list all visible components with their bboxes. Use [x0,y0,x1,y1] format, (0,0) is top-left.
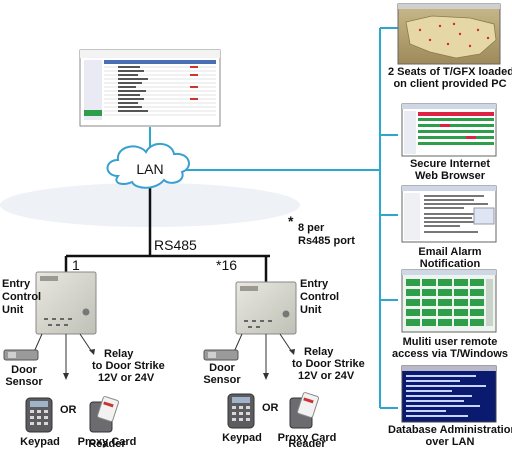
unit16-relay-line3: 12V or 24V [298,370,355,382]
keypad-device-1 [25,397,53,433]
unit16-number: *16 [216,257,238,273]
unit1-title-line1: Entry [2,278,31,290]
client-browser-line1: Secure Internet [409,158,491,170]
unit16-relay-line2: to Door Strike [292,358,365,370]
client-email-screenshot [401,185,497,243]
unit1-title-line3: Unit [2,304,24,316]
unit1-number: 1 [72,257,80,273]
unit-wires [33,333,293,376]
client-map-line1: 2 Seats of T/GFX loaded [388,66,512,78]
note-star: * [288,213,294,229]
unit16-title-line3: Unit [300,304,322,316]
client-browser-screenshot [401,103,497,157]
rs485-label: RS485 [154,237,197,253]
client-map-screenshot [397,3,501,65]
unit1-title-line2: Control [2,291,42,303]
unit16-or: OR [262,402,279,414]
door-sensor-16 [203,349,239,361]
client-browser-line2: Web Browser [414,170,486,182]
proxy-reader-device-16 [289,392,319,429]
lan-links [149,27,398,409]
client-db-line1: Database Administration [388,424,512,436]
unit1-sensor-line1: Door [11,364,37,376]
client-email-line1: Email Alarm [418,246,482,258]
client-map-line2: on client provided PC [393,78,507,90]
unit16-title-line2: Control [300,291,340,303]
client-remote-screenshot [401,269,497,333]
lan-label: LAN [136,161,164,177]
unit16-keypad-label: Keypad [222,432,262,444]
entry-control-unit-16 [235,281,297,335]
wire-arrows [63,349,295,380]
unit16-proxy-line1: Proxy Card [277,432,337,444]
unit1-proxy-line1: Proxy Card [77,436,137,448]
client-email-line2: Notification [419,258,481,270]
unit16-proxy-line2: Reader [288,438,326,450]
unit1-or: OR [60,404,77,416]
note-line2: Rs485 port [298,235,355,247]
client-remote-line1: Muliti user remote [402,336,498,348]
note-line1: 8 per [298,222,325,234]
client-db-line2: over LAN [425,436,475,448]
unit1-relay-line2: to Door Strike [92,360,165,372]
unit1-proxy-line2: Reader [88,438,126,450]
proxy-reader-device-1 [89,396,119,433]
rs485-bus [64,188,270,282]
lan-cloud [106,143,190,189]
unit1-keypad-label: Keypad [20,436,60,448]
unit1-sensor-line2: Sensor [5,376,43,388]
unit16-sensor-line1: Door [209,362,235,374]
client-remote-line2: access via T/Windows [391,348,509,360]
entry-control-unit-1 [35,271,97,335]
unit16-sensor-line2: Sensor [203,374,241,386]
client-database-screenshot [401,365,497,423]
keypad-device-16 [227,393,255,429]
web-host-screenshot [79,49,221,127]
unit1-relay-line3: 12V or 24V [98,372,155,384]
unit16-relay-line1: Relay [304,346,334,358]
unit1-relay-line1: Relay [104,348,134,360]
door-sensor-1 [3,349,39,361]
unit16-title-line1: Entry [300,278,329,290]
